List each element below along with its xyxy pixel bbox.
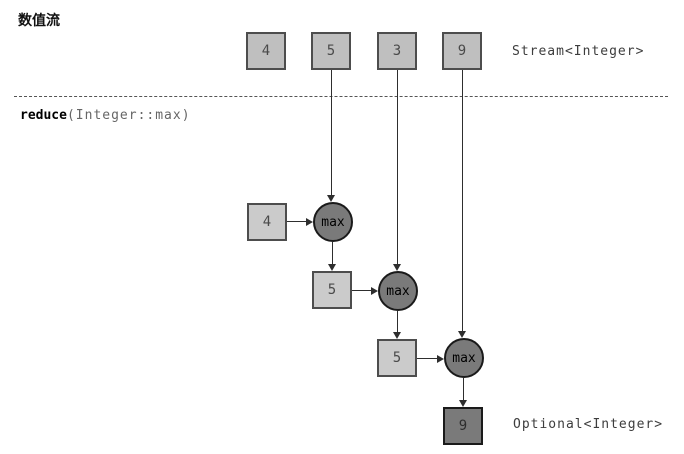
max-op-circle: max xyxy=(313,202,353,242)
max-op-circle: max xyxy=(444,338,484,378)
flow-line xyxy=(397,311,398,333)
accumulator-box: 5 xyxy=(377,339,417,377)
arrowhead-icon xyxy=(371,287,378,295)
result-box: 9 xyxy=(443,407,483,445)
flow-line xyxy=(332,242,333,265)
max-op-circle: max xyxy=(378,271,418,311)
stream-value-box: 4 xyxy=(246,32,286,70)
optional-type-label: Optional<Integer> xyxy=(513,417,664,432)
stream-flow-line xyxy=(397,70,398,265)
stream-value-box: 3 xyxy=(377,32,417,70)
arrowhead-icon xyxy=(393,332,401,339)
stream-flow-line xyxy=(331,70,332,196)
stream-type-label: Stream<Integer> xyxy=(512,44,645,59)
arrowhead-icon xyxy=(458,331,466,338)
flow-line xyxy=(352,290,372,291)
flow-line xyxy=(287,221,307,222)
stream-flow-line xyxy=(462,70,463,332)
flow-line xyxy=(417,358,438,359)
arrowhead-icon xyxy=(437,355,444,363)
arrowhead-icon xyxy=(306,218,313,226)
arrowhead-icon xyxy=(327,195,335,202)
accumulator-box: 5 xyxy=(312,271,352,309)
arrowhead-icon xyxy=(393,264,401,271)
arrowhead-icon xyxy=(459,400,467,407)
reduce-operation-label: reduce(Integer::max) xyxy=(20,108,191,123)
stream-value-box: 9 xyxy=(442,32,482,70)
reduce-fn-name: reduce xyxy=(20,108,67,123)
reduce-fn-args: (Integer::max) xyxy=(66,108,191,123)
pipeline-divider xyxy=(14,96,668,97)
accumulator-box: 4 xyxy=(247,203,287,241)
stream-value-box: 5 xyxy=(311,32,351,70)
flow-line xyxy=(463,378,464,401)
page-title: 数值流 xyxy=(18,13,60,29)
arrowhead-icon xyxy=(328,264,336,271)
